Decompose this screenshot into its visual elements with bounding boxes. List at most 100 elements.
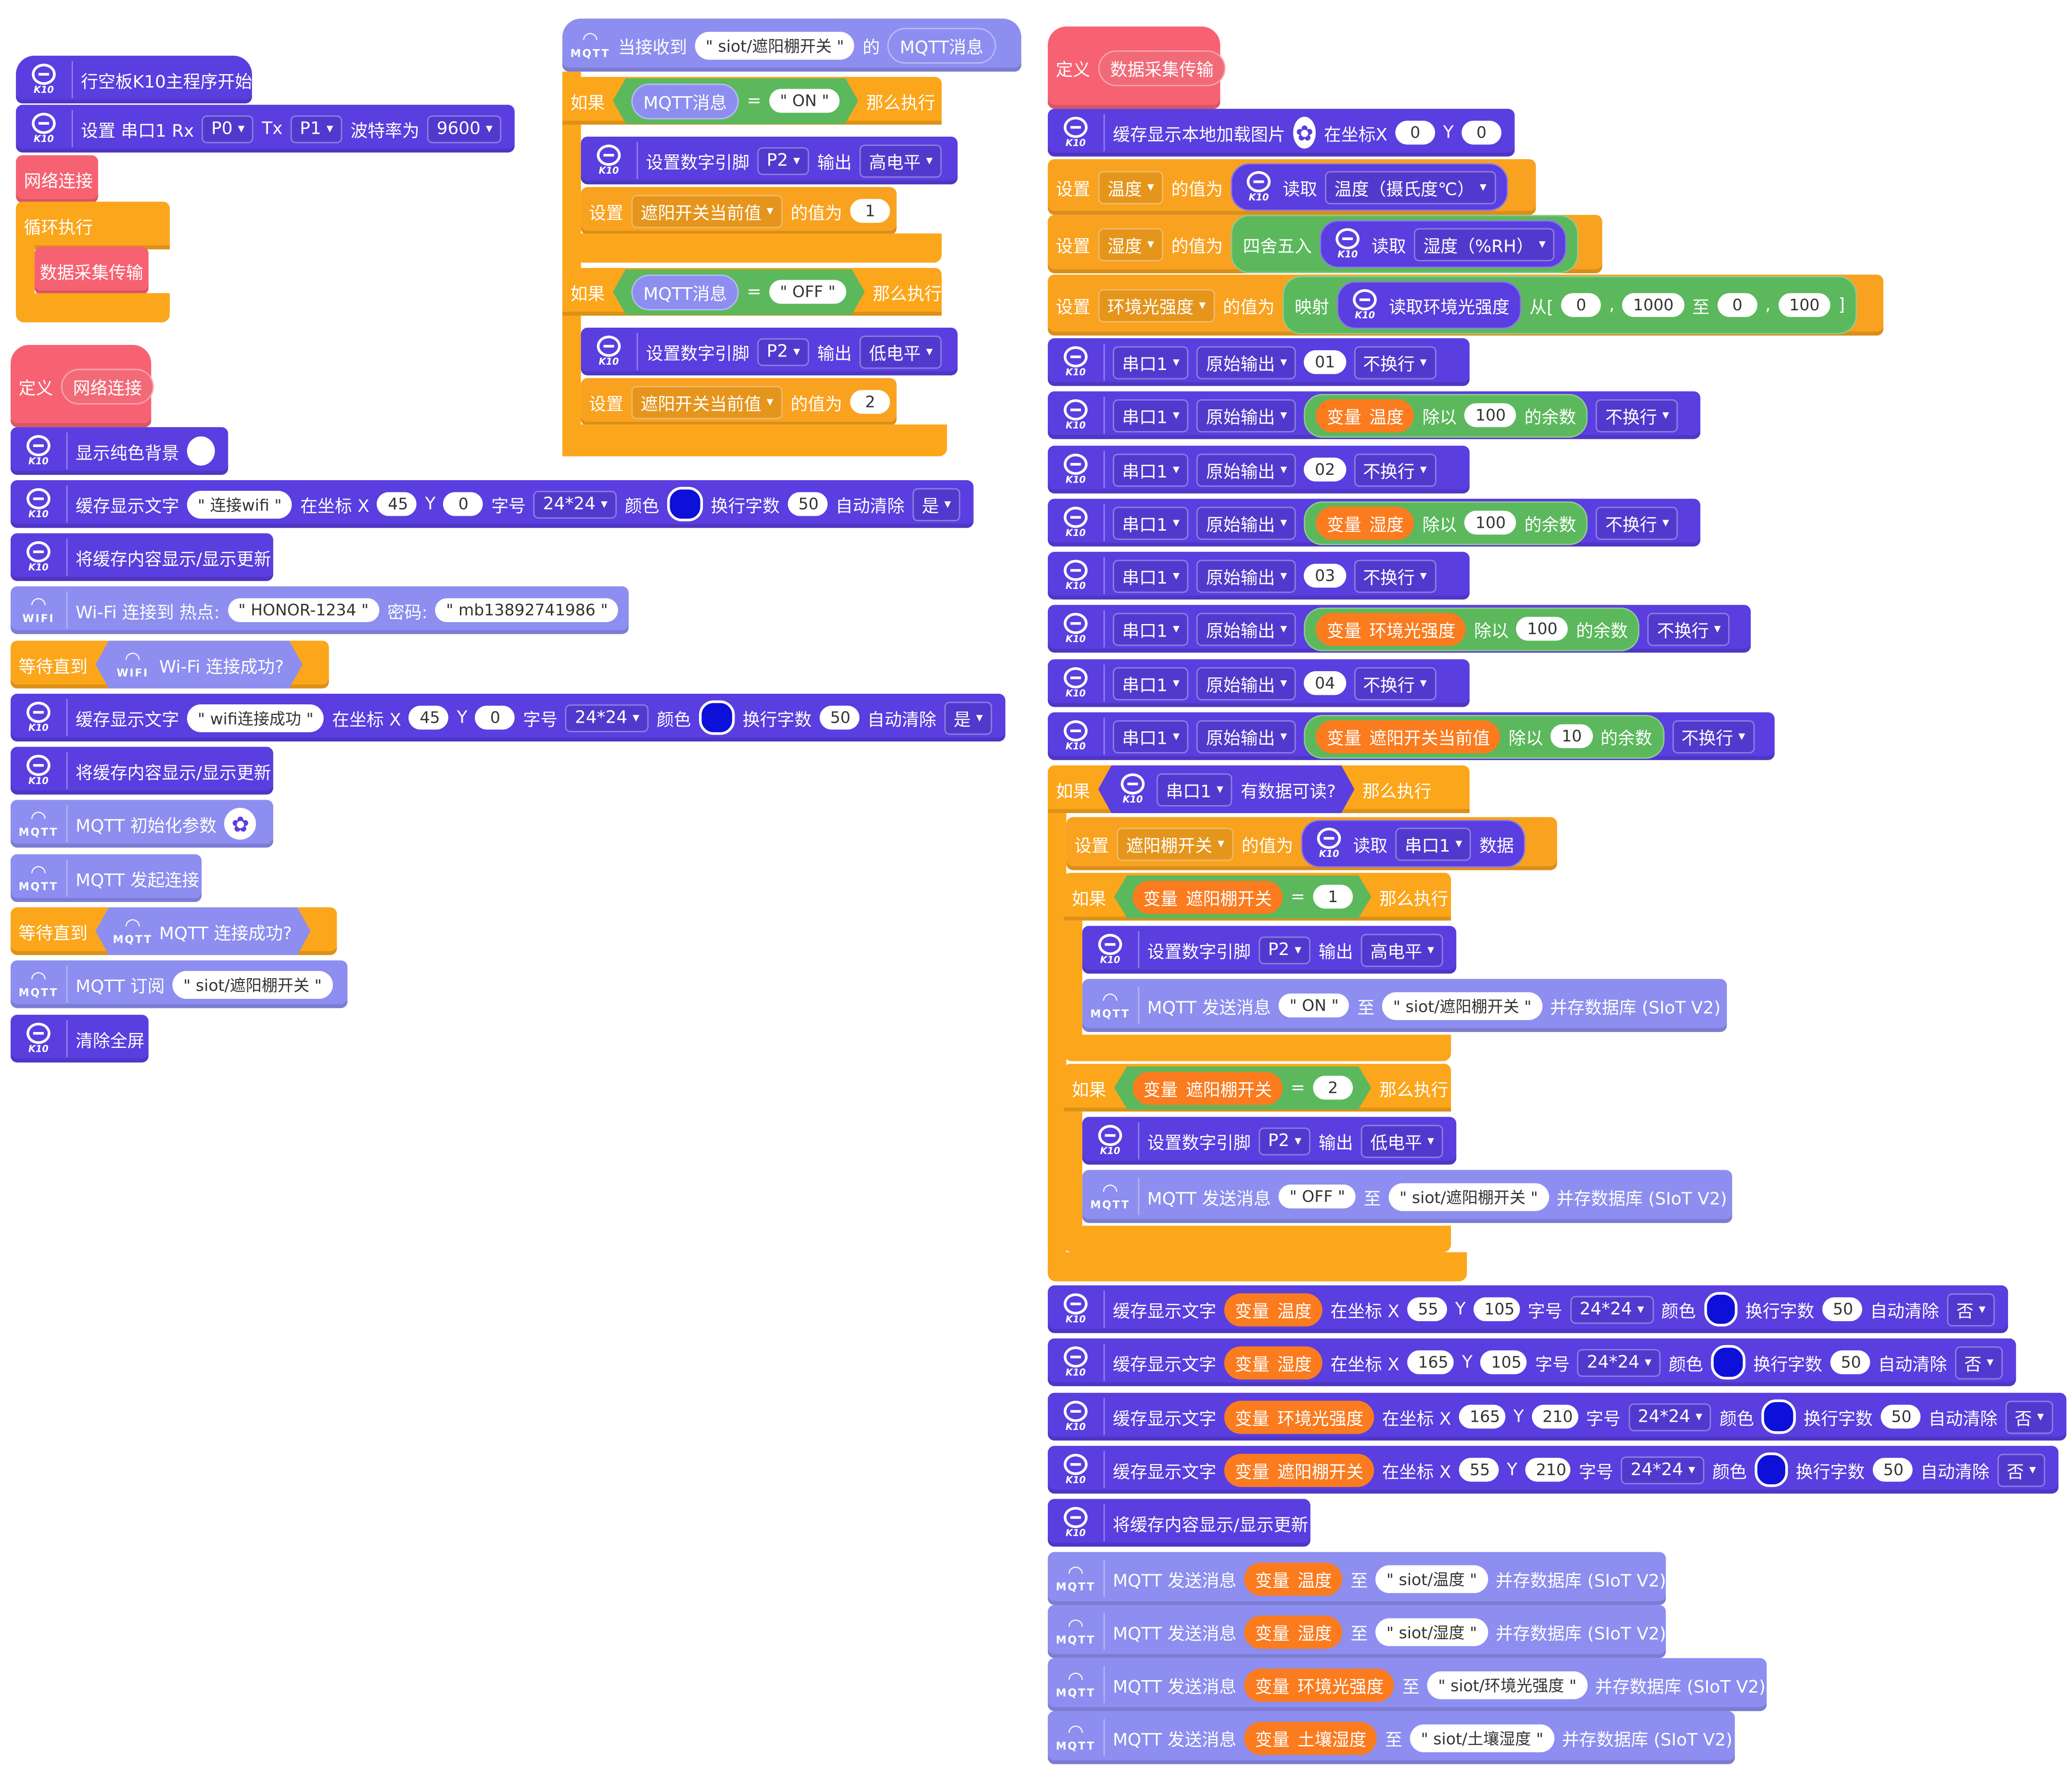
auto-clear-dropdown[interactable]: 否: [1997, 1453, 2046, 1487]
divisor-input[interactable]: 100: [1464, 403, 1517, 427]
wrap-input[interactable]: 50: [1830, 1350, 1870, 1375]
newline-dropdown[interactable]: 不换行: [1596, 398, 1678, 432]
x-input[interactable]: 45: [377, 492, 417, 516]
level-dropdown[interactable]: 高电平: [860, 144, 942, 178]
variable-shade[interactable]: 变量遮阳棚开关: [1224, 1453, 1374, 1487]
value-input[interactable]: " OFF ": [769, 280, 846, 304]
mqtt-send-on-block[interactable]: ◠MQTT MQTT 发送消息" ON " 至" siot/遮阳棚开关 " 并存…: [1082, 979, 1727, 1032]
if-serial-data-block[interactable]: 如果 K10串口1有数据可读? 那么执行: [1048, 765, 1470, 814]
y-input[interactable]: 210: [1532, 1404, 1578, 1429]
mqtt-receive-hat[interactable]: ◠MQTT 当接收到 " siot/遮阳棚开关 " 的 MQTT消息: [562, 18, 1021, 72]
mqtt-subscribe-block[interactable]: ◠MQTT MQTT 订阅 " siot/遮阳棚开关 ": [11, 960, 348, 1008]
equals-condition[interactable]: MQTT消息=" ON ": [613, 77, 858, 124]
to-low-input[interactable]: 0: [1717, 293, 1757, 317]
color-swatch[interactable]: [187, 436, 215, 466]
y-input[interactable]: 210: [1525, 1457, 1571, 1482]
newline-dropdown[interactable]: 不换行: [1672, 719, 1754, 753]
variable-dropdown[interactable]: 遮阳开关当前值: [631, 385, 783, 419]
mqtt-send-temp[interactable]: ◠MQTT MQTT 发送消息 变量温度 至" siot/温度 " 并存数据库 …: [1048, 1552, 1666, 1605]
auto-clear-dropdown[interactable]: 是: [944, 701, 992, 734]
topic-input[interactable]: " siot/环境光强度 ": [1427, 1670, 1588, 1699]
refresh-block[interactable]: K10 将缓存内容显示/显示更新: [1048, 1499, 1310, 1547]
read-serial-reporter[interactable]: K10读取串口1数据: [1301, 819, 1526, 868]
from-low-input[interactable]: 0: [1561, 293, 1602, 317]
pin-dropdown[interactable]: P2: [757, 337, 810, 366]
refresh-block[interactable]: K10 将缓存内容显示/显示更新: [11, 747, 273, 795]
color-swatch[interactable]: [1711, 1345, 1745, 1380]
equals-condition[interactable]: MQTT消息=" OFF ": [613, 268, 865, 315]
if-shade-2-block[interactable]: 如果 变量遮阳棚开关=2 那么执行: [1064, 1064, 1451, 1112]
variable-dropdown[interactable]: 环境光强度: [1098, 288, 1215, 322]
pin-dropdown[interactable]: P2: [1258, 936, 1311, 964]
y-input[interactable]: 105: [1480, 1350, 1527, 1375]
serial-dropdown[interactable]: 串口1: [1157, 773, 1233, 806]
serial-dropdown[interactable]: 串口1: [1113, 559, 1189, 593]
clear-screen-block[interactable]: K10 清除全屏: [11, 1015, 149, 1063]
value-input[interactable]: 2: [1313, 1076, 1353, 1100]
font-dropdown[interactable]: 24*24: [534, 490, 617, 518]
x-input[interactable]: 165: [1459, 1404, 1506, 1429]
level-dropdown[interactable]: 低电平: [860, 335, 942, 369]
serial-init-block[interactable]: K10 设置 串口1 Rx P0 Tx P1 波特率为 9600: [16, 104, 515, 153]
x-input[interactable]: 165: [1407, 1350, 1454, 1375]
mqtt-connect-block[interactable]: ◠MQTT MQTT 发起连接: [11, 854, 202, 902]
serial-available-condition[interactable]: K10串口1有数据可读?: [1098, 765, 1355, 813]
equals-condition[interactable]: 变量遮阳棚开关=2: [1114, 1066, 1372, 1109]
mode-dropdown[interactable]: 原始输出: [1196, 719, 1297, 753]
x-input[interactable]: 55: [1407, 1297, 1448, 1321]
from-high-input[interactable]: 1000: [1622, 293, 1685, 317]
color-swatch[interactable]: [1762, 1399, 1796, 1434]
serial-dropdown[interactable]: 串口1: [1113, 666, 1189, 700]
value-input[interactable]: 01: [1304, 350, 1346, 374]
message-input[interactable]: " ON ": [1279, 993, 1349, 1018]
gear-icon[interactable]: ✿: [224, 808, 256, 840]
x-input[interactable]: 55: [1459, 1457, 1499, 1482]
call-data-collect[interactable]: 数据采集传输: [34, 246, 149, 295]
serial-dropdown[interactable]: 串口1: [1113, 453, 1189, 486]
if-shade-1-block[interactable]: 如果 变量遮阳棚开关=1 那么执行: [1064, 873, 1451, 921]
value-input[interactable]: 02: [1304, 458, 1346, 482]
variable-dropdown[interactable]: 遮阳棚开关: [1117, 827, 1234, 860]
refresh-block[interactable]: K10 将缓存内容显示/显示更新: [11, 533, 273, 581]
gear-icon[interactable]: ✿: [1293, 116, 1316, 149]
level-dropdown[interactable]: 高电平: [1361, 933, 1444, 967]
sensor-dropdown[interactable]: 温度（摄氏度℃）: [1325, 170, 1496, 204]
equals-condition[interactable]: 变量遮阳棚开关=1: [1114, 875, 1372, 918]
divisor-input[interactable]: 10: [1551, 724, 1593, 748]
y-input[interactable]: 0: [1462, 120, 1501, 145]
if-off-block[interactable]: 如果 MQTT消息=" OFF " 那么执行: [562, 268, 942, 316]
font-dropdown[interactable]: 24*24: [1621, 1455, 1704, 1484]
topic-input[interactable]: " siot/温度 ": [1375, 1564, 1488, 1593]
mqtt-send-hum[interactable]: ◠MQTT MQTT 发送消息 变量湿度 至" siot/湿度 " 并存数据库 …: [1048, 1605, 1666, 1658]
topic-input[interactable]: " siot/遮阳棚开关 ": [1382, 991, 1542, 1020]
define-network-connect[interactable]: 定义 网络连接: [11, 344, 154, 427]
variable-light[interactable]: 变量环境光强度: [1244, 1668, 1395, 1701]
to-high-input[interactable]: 100: [1779, 293, 1830, 317]
k10-main-start-hat[interactable]: K10 行空板K10主程序开始: [16, 55, 252, 104]
